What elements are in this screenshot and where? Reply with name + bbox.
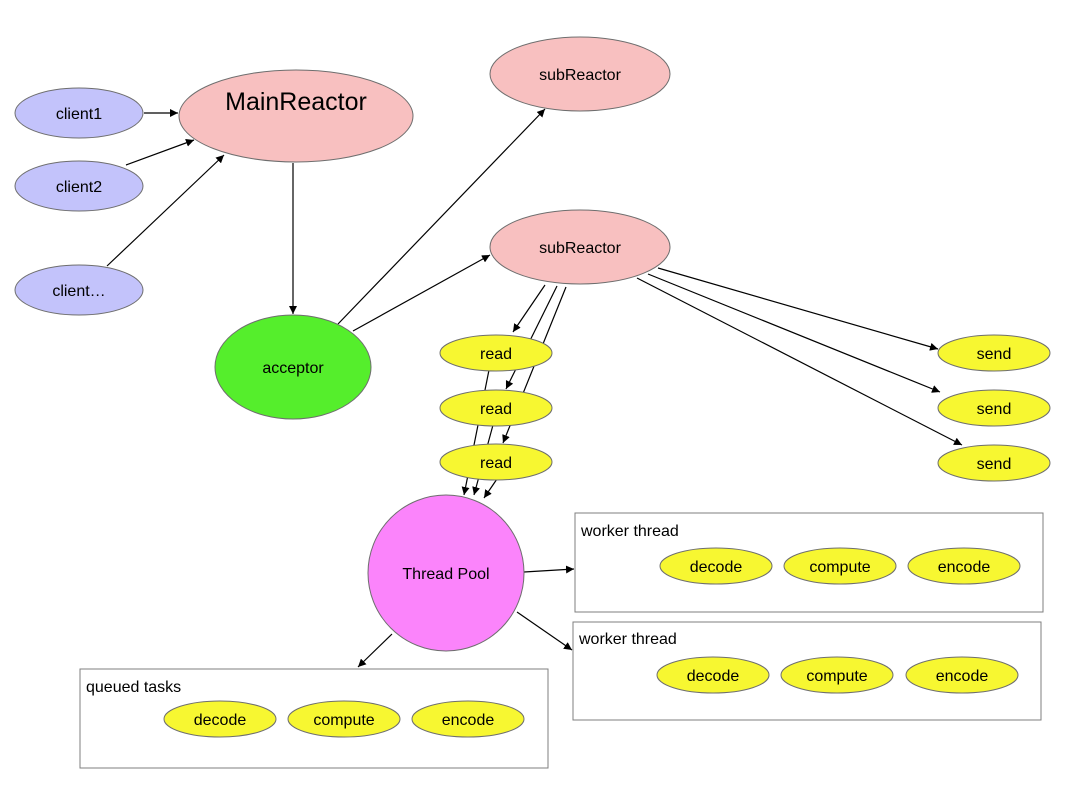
send-3-node: send — [937, 444, 1051, 482]
worker-thread-label-2: worker thread — [578, 631, 677, 648]
worker-1-tasks: decode compute encode — [659, 547, 1021, 585]
edge-pool-worker1 — [523, 565, 575, 574]
read-3-label: read — [480, 455, 512, 472]
client1-node: client1 — [14, 87, 144, 139]
worker-1-compute-ellipse — [783, 547, 897, 585]
edge-client2-main — [125, 139, 195, 166]
acceptor-ellipse — [214, 314, 372, 420]
worker-2-encode-label: encode — [936, 668, 989, 685]
queued-decode-label: decode — [194, 712, 247, 729]
worker-2-compute-label: compute — [806, 668, 867, 685]
main-reactor-node: MainReactor — [178, 69, 414, 163]
worker-2-tasks: decode compute encode — [656, 656, 1019, 694]
worker-1-encode-label: encode — [938, 559, 991, 576]
send-2-label: send — [977, 401, 1012, 418]
read-3-ellipse — [439, 443, 553, 481]
read-2-label: read — [480, 401, 512, 418]
worker-2-decode-label: decode — [687, 668, 740, 685]
edge-read3-pool — [483, 478, 498, 499]
client-more-node: client… — [14, 264, 144, 316]
sub-reactor-2-ellipse — [489, 209, 671, 285]
thread-pool-label: Thread Pool — [402, 566, 489, 583]
send-2-node: send — [937, 389, 1051, 427]
sub-reactor-2-node: subReactor — [489, 209, 671, 285]
client2-ellipse — [14, 160, 144, 212]
queued-encode-ellipse — [411, 700, 525, 738]
send-3-ellipse — [937, 444, 1051, 482]
acceptor-label: acceptor — [262, 360, 324, 377]
sub-reactor-2-label: subReactor — [539, 240, 621, 257]
edge-acceptor-sub2 — [352, 254, 491, 332]
edge-sub2-send2 — [647, 273, 941, 393]
worker-1-decode-label: decode — [690, 559, 743, 576]
queued-compute-ellipse — [287, 700, 401, 738]
edge-clientmore-main — [106, 154, 225, 267]
read-2-node: read — [439, 389, 553, 427]
sub-reactor-1-ellipse — [489, 36, 671, 112]
worker-thread-label-1: worker thread — [580, 523, 679, 540]
edge-acceptor-sub1 — [337, 108, 546, 325]
worker-2-encode-ellipse — [905, 656, 1019, 694]
client1-label: client1 — [56, 106, 102, 123]
worker-2-decode-ellipse — [656, 656, 770, 694]
sub-reactor-1-label: subReactor — [539, 67, 621, 84]
queued-compute-label: compute — [313, 712, 374, 729]
send-1-node: send — [937, 334, 1051, 372]
acceptor-node: acceptor — [214, 314, 372, 420]
edge-pool-worker2 — [516, 611, 573, 651]
queued-encode-label: encode — [442, 712, 495, 729]
worker-1-compute-label: compute — [809, 559, 870, 576]
thread-pool-ellipse — [367, 494, 525, 652]
client-more-label: client… — [52, 283, 105, 300]
worker-2-compute-ellipse — [780, 656, 894, 694]
client2-label: client2 — [56, 179, 102, 196]
worker-1-encode-ellipse — [907, 547, 1021, 585]
main-reactor-label: MainReactor — [225, 88, 367, 116]
sub-reactor-1-node: subReactor — [489, 36, 671, 112]
queued-decode-ellipse — [163, 700, 277, 738]
read-1-ellipse — [439, 334, 553, 372]
queued-tasks: decode compute encode — [163, 700, 525, 738]
read-1-node: read — [439, 334, 553, 372]
client2-node: client2 — [14, 160, 144, 212]
thread-pool-node: Thread Pool — [367, 494, 525, 652]
read-3-node: read — [439, 443, 553, 481]
edge-sub2-send3 — [636, 277, 963, 446]
send-1-label: send — [977, 346, 1012, 363]
send-3-label: send — [977, 456, 1012, 473]
send-2-ellipse — [937, 389, 1051, 427]
edge-pool-queued — [357, 633, 393, 668]
client-more-ellipse — [14, 264, 144, 316]
edge-sub2-read2 — [505, 285, 558, 390]
edge-sub2-read1 — [512, 284, 546, 333]
main-reactor-ellipse — [178, 69, 414, 163]
queued-tasks-label: queued tasks — [86, 679, 181, 696]
edge-sub2-send1 — [657, 267, 939, 351]
read-1-label: read — [480, 346, 512, 363]
worker-1-decode-ellipse — [659, 547, 773, 585]
read-2-ellipse — [439, 389, 553, 427]
client1-ellipse — [14, 87, 144, 139]
send-1-ellipse — [937, 334, 1051, 372]
